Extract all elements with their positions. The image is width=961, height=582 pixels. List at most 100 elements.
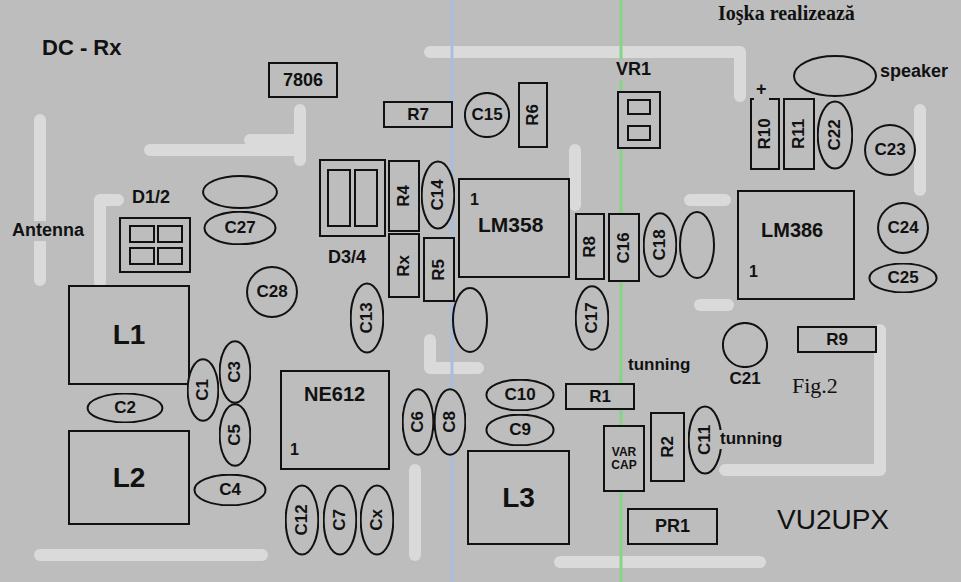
part-name: R7 — [407, 106, 429, 124]
ellipse-shape — [689, 406, 722, 473]
part-name: C22 — [826, 119, 844, 150]
part-name: VAR CAP — [606, 446, 642, 471]
part-name: R6 — [524, 104, 542, 126]
capacitor-outline: C9 — [485, 414, 555, 446]
part-name: C6 — [409, 411, 427, 433]
part-name: R2 — [659, 436, 677, 458]
ellipse-shape — [220, 404, 251, 465]
part-name: 1 — [749, 264, 758, 281]
part-name: LM386 — [761, 220, 823, 241]
part-name: C23 — [874, 141, 905, 159]
capacitor-outline: C22 — [817, 100, 853, 170]
ellipse-shape — [88, 394, 163, 423]
diode-outline — [120, 218, 190, 272]
ellipse-shape — [878, 203, 928, 253]
capacitor-outline — [453, 288, 487, 352]
part-name: C27 — [224, 219, 255, 237]
part-name: R8 — [581, 236, 599, 258]
capacitor-outline: C21 — [722, 322, 768, 368]
part-name: Rx — [395, 255, 413, 277]
part-name: R5 — [430, 259, 448, 281]
board-label: tunning — [626, 356, 692, 375]
pad — [130, 248, 154, 264]
component-box: R10 — [750, 98, 780, 170]
part-name: 1 — [470, 192, 479, 209]
potentiometer-outline — [618, 92, 660, 148]
ellipse-shape — [204, 212, 275, 245]
capacitor-outline: C11 — [688, 405, 722, 475]
ellipse-shape — [465, 93, 509, 137]
capacitor-outline: C23 — [864, 124, 916, 176]
component-box: 1LM358 — [458, 178, 570, 278]
pad — [158, 248, 182, 264]
capacitor-outline: C8 — [434, 388, 466, 456]
component-box: L3 — [467, 450, 570, 545]
capacitor-outline: C3 — [219, 340, 251, 404]
part-name: C5 — [226, 424, 244, 446]
board-label: D1/2 — [130, 188, 172, 208]
capacitor-outline: C14 — [421, 160, 455, 230]
copper-traces — [40, 52, 920, 562]
component-box: PR1 — [627, 508, 718, 545]
board-label: VU2UPX — [775, 505, 891, 536]
ellipse-shape — [286, 485, 319, 554]
capacitor-outline: C12 — [285, 484, 319, 556]
board-label: VR1 — [614, 60, 653, 80]
board-label: speaker — [878, 62, 950, 82]
ellipse-shape — [865, 125, 915, 175]
ellipse-shape — [324, 485, 357, 554]
part-name: PR1 — [655, 517, 690, 536]
part-name: C16 — [615, 232, 633, 263]
board-label: Antenna — [10, 221, 86, 241]
pad — [628, 126, 650, 140]
capacitor-outline: C27 — [203, 211, 277, 245]
part-name: L1 — [113, 320, 146, 349]
capacitor-outline: C2 — [86, 393, 164, 423]
part-name: C21 — [729, 370, 760, 388]
ellipse-shape — [435, 389, 466, 454]
ellipse-shape — [188, 359, 219, 420]
guide-line — [620, 0, 623, 582]
part-name: C28 — [256, 283, 287, 301]
capacitor-outline — [680, 212, 714, 278]
component-box: R4 — [388, 160, 420, 232]
component-box: C16 — [608, 213, 640, 282]
pad — [158, 226, 182, 242]
component-box: NE6121 — [280, 370, 390, 470]
component-box: R2 — [650, 412, 685, 482]
pad — [130, 226, 154, 242]
board-label: DC - Rx — [40, 36, 123, 60]
part-name: C17 — [583, 302, 601, 333]
ellipse-shape — [220, 341, 251, 402]
component-box: R8 — [575, 213, 605, 280]
component-box: L2 — [68, 430, 190, 525]
component-box: R5 — [423, 237, 455, 302]
speaker-pads — [794, 56, 876, 96]
capacitor-outline: C25 — [868, 263, 938, 293]
part-name: L2 — [113, 463, 146, 492]
ellipse-shape — [486, 415, 553, 446]
part-name: C12 — [293, 504, 311, 535]
ellipse-shape — [869, 264, 936, 293]
component-box: R1 — [565, 383, 635, 410]
capacitor-outline — [203, 176, 277, 208]
part-name: C3 — [226, 361, 244, 383]
capacitor-outline: C24 — [877, 202, 929, 254]
part-name: C18 — [651, 229, 669, 260]
part-name: R10 — [756, 118, 774, 149]
capacitor-outline: C6 — [402, 388, 434, 456]
component-box: R6 — [518, 82, 548, 148]
capacitor-outline: C18 — [643, 212, 677, 278]
component-box: Rx — [388, 233, 420, 298]
part-name: C25 — [887, 269, 918, 287]
ellipse-shape — [486, 380, 553, 411]
part-name: C9 — [509, 421, 531, 439]
capacitor-outline: C7 — [323, 484, 357, 556]
part-name: L3 — [502, 483, 535, 512]
capacitor-outline: C13 — [350, 282, 384, 354]
part-name: 7806 — [283, 71, 323, 90]
part-name: C1 — [194, 379, 212, 401]
component-box: R7 — [383, 101, 453, 128]
